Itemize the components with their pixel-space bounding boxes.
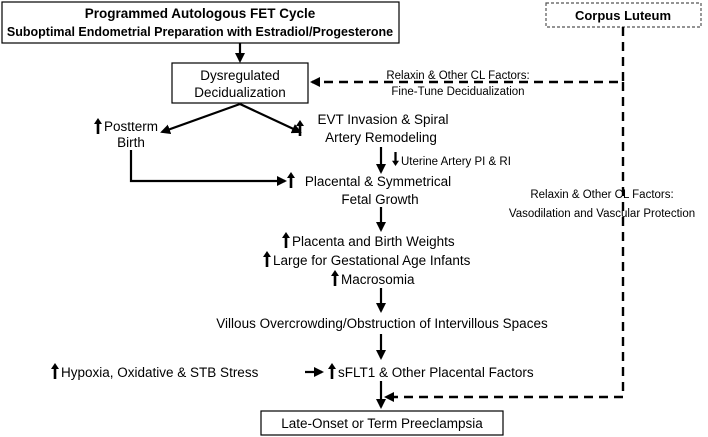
placental-growth-line2: Fetal Growth bbox=[341, 192, 418, 207]
decrease-arrow-icon bbox=[392, 152, 399, 166]
increase-arrow-icon bbox=[263, 251, 271, 267]
fet-cycle-title: Programmed Autologous FET Cycle bbox=[85, 6, 316, 21]
relaxin-vasodilation-label: Relaxin & Other CL Factors: Vasodilation… bbox=[509, 189, 695, 220]
birth-weights-node: Placenta and Birth Weights Large for Ges… bbox=[263, 232, 471, 287]
corpus-luteum-box: Corpus Luteum bbox=[545, 2, 702, 28]
relaxin-vaso-line1: Relaxin & Other CL Factors: bbox=[530, 189, 673, 201]
fet-cycle-box: Programmed Autologous FET Cycle Suboptim… bbox=[1, 1, 400, 44]
relaxin-decidualization-label: Relaxin & Other CL Factors: Fine-Tune De… bbox=[386, 70, 529, 98]
weights-line1: Placenta and Birth Weights bbox=[292, 234, 455, 249]
dysregulated-line1: Dysregulated bbox=[200, 68, 280, 83]
relaxin-vaso-line2: Vasodilation and Vascular Protection bbox=[509, 208, 695, 220]
increase-arrow-icon bbox=[94, 118, 102, 134]
postterm-line2: Birth bbox=[117, 135, 145, 150]
dashed-connectors bbox=[310, 27, 625, 402]
placental-growth-node: Placental & Symmetrical Fetal Growth bbox=[287, 172, 451, 207]
preeclampsia-label: Late-Onset or Term Preeclampsia bbox=[281, 416, 483, 431]
uterine-artery-label: Uterine Artery PI & RI bbox=[392, 152, 511, 168]
weights-line2: Large for Gestational Age Infants bbox=[273, 253, 471, 268]
dysregulated-line2: Decidualization bbox=[194, 85, 286, 100]
relaxin-decid-line2: Fine-Tune Decidualization bbox=[391, 86, 524, 98]
hypoxia-node: Hypoxia, Oxidative & STB Stress bbox=[51, 363, 259, 380]
dysregulated-decidualization-box: Dysregulated Decidualization bbox=[171, 62, 309, 104]
postterm-birth-node: Postterm Birth bbox=[94, 118, 158, 150]
preeclampsia-box: Late-Onset or Term Preeclampsia bbox=[260, 410, 504, 436]
villous-node: Villous Overcrowding/Obstruction of Inte… bbox=[216, 316, 548, 331]
placental-growth-line1: Placental & Symmetrical bbox=[305, 174, 451, 189]
increase-arrow-icon bbox=[287, 172, 295, 188]
evt-line1: EVT Invasion & Spiral bbox=[317, 112, 448, 127]
villous-text: Villous Overcrowding/Obstruction of Inte… bbox=[216, 316, 548, 331]
postterm-line1: Postterm bbox=[104, 119, 158, 134]
relaxin-decid-line1: Relaxin & Other CL Factors: bbox=[386, 70, 529, 82]
increase-arrow-icon bbox=[331, 270, 339, 286]
increase-arrow-icon bbox=[296, 120, 304, 136]
fet-cycle-subtitle: Suboptimal Endometrial Preparation with … bbox=[7, 25, 393, 39]
corpus-luteum-label: Corpus Luteum bbox=[575, 8, 671, 23]
evt-invasion-node: EVT Invasion & Spiral Artery Remodeling bbox=[296, 112, 449, 145]
sflt1-text: sFLT1 & Other Placental Factors bbox=[338, 365, 534, 380]
sflt1-node: sFLT1 & Other Placental Factors bbox=[328, 363, 534, 380]
weights-line3: Macrosomia bbox=[341, 272, 415, 287]
hypoxia-text: Hypoxia, Oxidative & STB Stress bbox=[61, 365, 259, 380]
solid-connectors bbox=[129, 43, 386, 409]
uterine-artery-text: Uterine Artery PI & RI bbox=[401, 156, 511, 168]
increase-arrow-icon bbox=[51, 363, 59, 379]
increase-arrow-icon bbox=[328, 363, 336, 379]
increase-arrow-icon bbox=[282, 232, 290, 248]
evt-line2: Artery Remodeling bbox=[325, 130, 437, 145]
